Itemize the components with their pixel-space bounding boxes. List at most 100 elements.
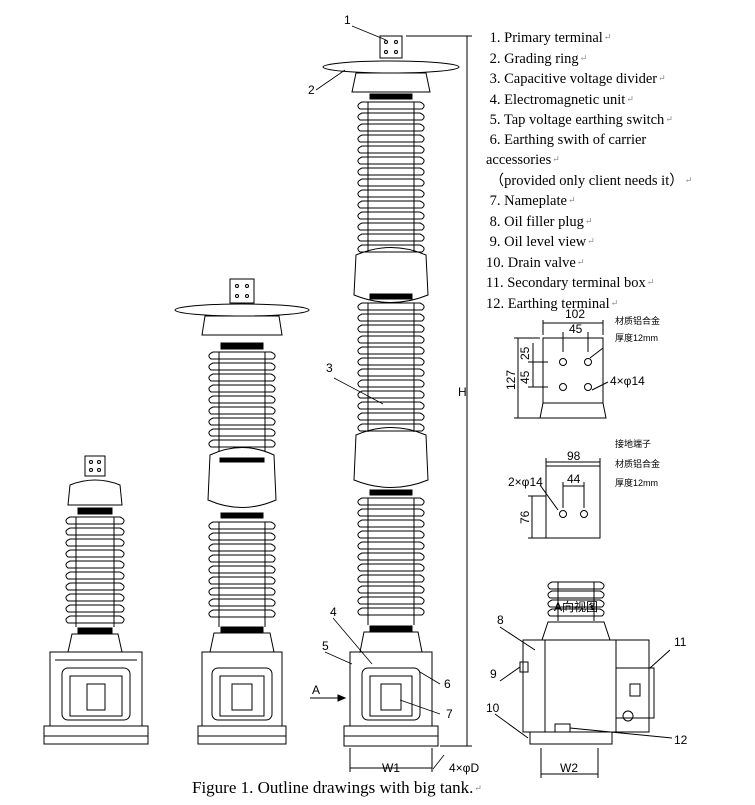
- insulator-shed: [357, 401, 425, 410]
- callout-12: 12: [674, 733, 688, 747]
- legend-item-earthing-switch-carrier: 6. Earthing swith of carrier: [489, 131, 647, 148]
- callout-4: 4: [330, 605, 337, 619]
- pt-v25: 25: [518, 346, 532, 360]
- insulator-shed: [208, 384, 276, 393]
- insulator-shed: [357, 233, 425, 242]
- pt-width: 102: [565, 307, 585, 321]
- pt-thickness: 厚度12mm: [615, 332, 658, 343]
- callout-10: 10: [486, 701, 500, 715]
- insulator-shed: [208, 362, 276, 371]
- callout-6: 6: [444, 677, 451, 691]
- callout-1: 1: [344, 13, 351, 27]
- figure-caption: Figure 1. Outline drawings with big tank…: [192, 778, 482, 797]
- insulator-shed: [357, 123, 425, 132]
- legend-item-oil-level-view: 9. Oil level view↵: [489, 234, 595, 250]
- legend-item-capacitive-voltage-divider: 3. Capacitive voltage divider↵: [489, 71, 666, 87]
- insulator-shed: [357, 156, 425, 165]
- legend-item-earthing-terminal: 12. Earthing terminal↵: [486, 295, 619, 312]
- insulator-shed: [357, 335, 425, 344]
- insulator-shed: [357, 552, 425, 561]
- insulator-shed: [208, 351, 276, 360]
- legend-item-drain-valve: 10. Drain valve↵: [486, 254, 585, 271]
- legend-item-primary-terminal: 1. Primary terminal↵: [489, 30, 612, 46]
- insulator-shed: [357, 134, 425, 143]
- earthing-terminal-labels: 接地端子 材质铝合金 厚度12mm 98 44 2×φ14 76: [508, 438, 660, 524]
- insulator-shed: [208, 417, 276, 426]
- insulator-shed: [208, 428, 276, 437]
- et-height: 76: [518, 510, 532, 524]
- insulator-shed: [208, 521, 276, 530]
- pt-v45: 45: [518, 370, 532, 384]
- callout-7: 7: [446, 707, 453, 721]
- cvt-tall: [310, 35, 472, 772]
- insulator-shed: [357, 167, 425, 176]
- legend-item-nameplate: 7. Nameplate↵: [489, 193, 576, 209]
- insulator-shed: [357, 200, 425, 209]
- insulator-shed: [357, 101, 425, 110]
- legend-item-accessories: accessories↵: [486, 152, 560, 168]
- insulator-shed: [547, 581, 605, 590]
- insulator-shed: [65, 604, 125, 613]
- callout-2: 2: [308, 83, 315, 97]
- insulator-shed: [357, 519, 425, 528]
- insulator-shed: [547, 599, 605, 608]
- insulator-shed: [357, 607, 425, 616]
- callout-8: 8: [497, 613, 504, 627]
- insulator-shed: [357, 211, 425, 220]
- et-hole-spacing: 44: [567, 472, 581, 486]
- insulator-shed: [357, 324, 425, 333]
- earthing-terminal-detail: [528, 458, 601, 539]
- insulator-shed: [357, 313, 425, 322]
- insulator-shed: [357, 574, 425, 583]
- et-thickness: 厚度12mm: [615, 477, 658, 488]
- legend-item-tap-voltage-earthing-switch: 5. Tap voltage earthing switch↵: [489, 112, 673, 128]
- legend-item-electromagnetic-unit: 4. Electromagnetic unit↵: [489, 91, 634, 108]
- insulator-shed: [208, 439, 276, 448]
- callout-9: 9: [490, 667, 497, 681]
- insulator-shed: [357, 541, 425, 550]
- et-title: 接地端子: [615, 438, 651, 449]
- insulator-shed: [65, 527, 125, 536]
- callout-5: 5: [322, 639, 329, 653]
- insulator-shed: [357, 368, 425, 377]
- legend: 1. Primary terminal↵ 2. Grading ring↵ 3.…: [486, 28, 748, 314]
- insulator-shed: [357, 412, 425, 421]
- callout-11: 11: [674, 635, 687, 649]
- insulator-shed: [208, 395, 276, 404]
- insulator-shed: [65, 571, 125, 580]
- legend-item-provided-note: （provided only client needs it）↵: [489, 172, 693, 189]
- insulator-shed: [357, 379, 425, 388]
- dim-hole-label: 4×φD: [449, 761, 479, 775]
- insulator-shed: [357, 530, 425, 539]
- legend-item-secondary-terminal-box: 11. Secondary terminal box↵: [486, 275, 655, 291]
- dim-w2-label: W2: [560, 761, 578, 775]
- insulator-shed: [208, 576, 276, 585]
- primary-terminal-detail: [514, 320, 609, 419]
- pt-height: 127: [504, 370, 518, 390]
- insulator-shed: [357, 346, 425, 355]
- insulator-shed: [357, 145, 425, 154]
- insulator-shed: [357, 423, 425, 432]
- insulator-shed: [357, 178, 425, 187]
- arrow-a-label: A: [312, 683, 320, 697]
- callouts: [315, 25, 445, 770]
- insulator-shed: [357, 222, 425, 231]
- insulator-shed: [357, 596, 425, 605]
- cvt-small: [43, 455, 149, 745]
- insulator-shed: [357, 390, 425, 399]
- et-holes: 2×φ14: [508, 475, 543, 489]
- insulator-shed: [357, 357, 425, 366]
- view-a: [494, 581, 673, 778]
- callout-labels: 1 2 3 4 5 6 7 8 9 10 11 12 H W1 4×φD A: [308, 13, 688, 775]
- insulator-shed: [357, 508, 425, 517]
- et-width: 98: [567, 449, 581, 463]
- insulator-shed: [208, 565, 276, 574]
- insulator-shed: [208, 598, 276, 607]
- insulator-shed: [357, 563, 425, 572]
- legend-item-grading-ring: 2. Grading ring↵: [489, 50, 588, 67]
- insulator-shed: [65, 593, 125, 602]
- dim-h-label: H: [458, 385, 467, 399]
- insulator-shed: [357, 497, 425, 506]
- insulator-shed: [208, 532, 276, 541]
